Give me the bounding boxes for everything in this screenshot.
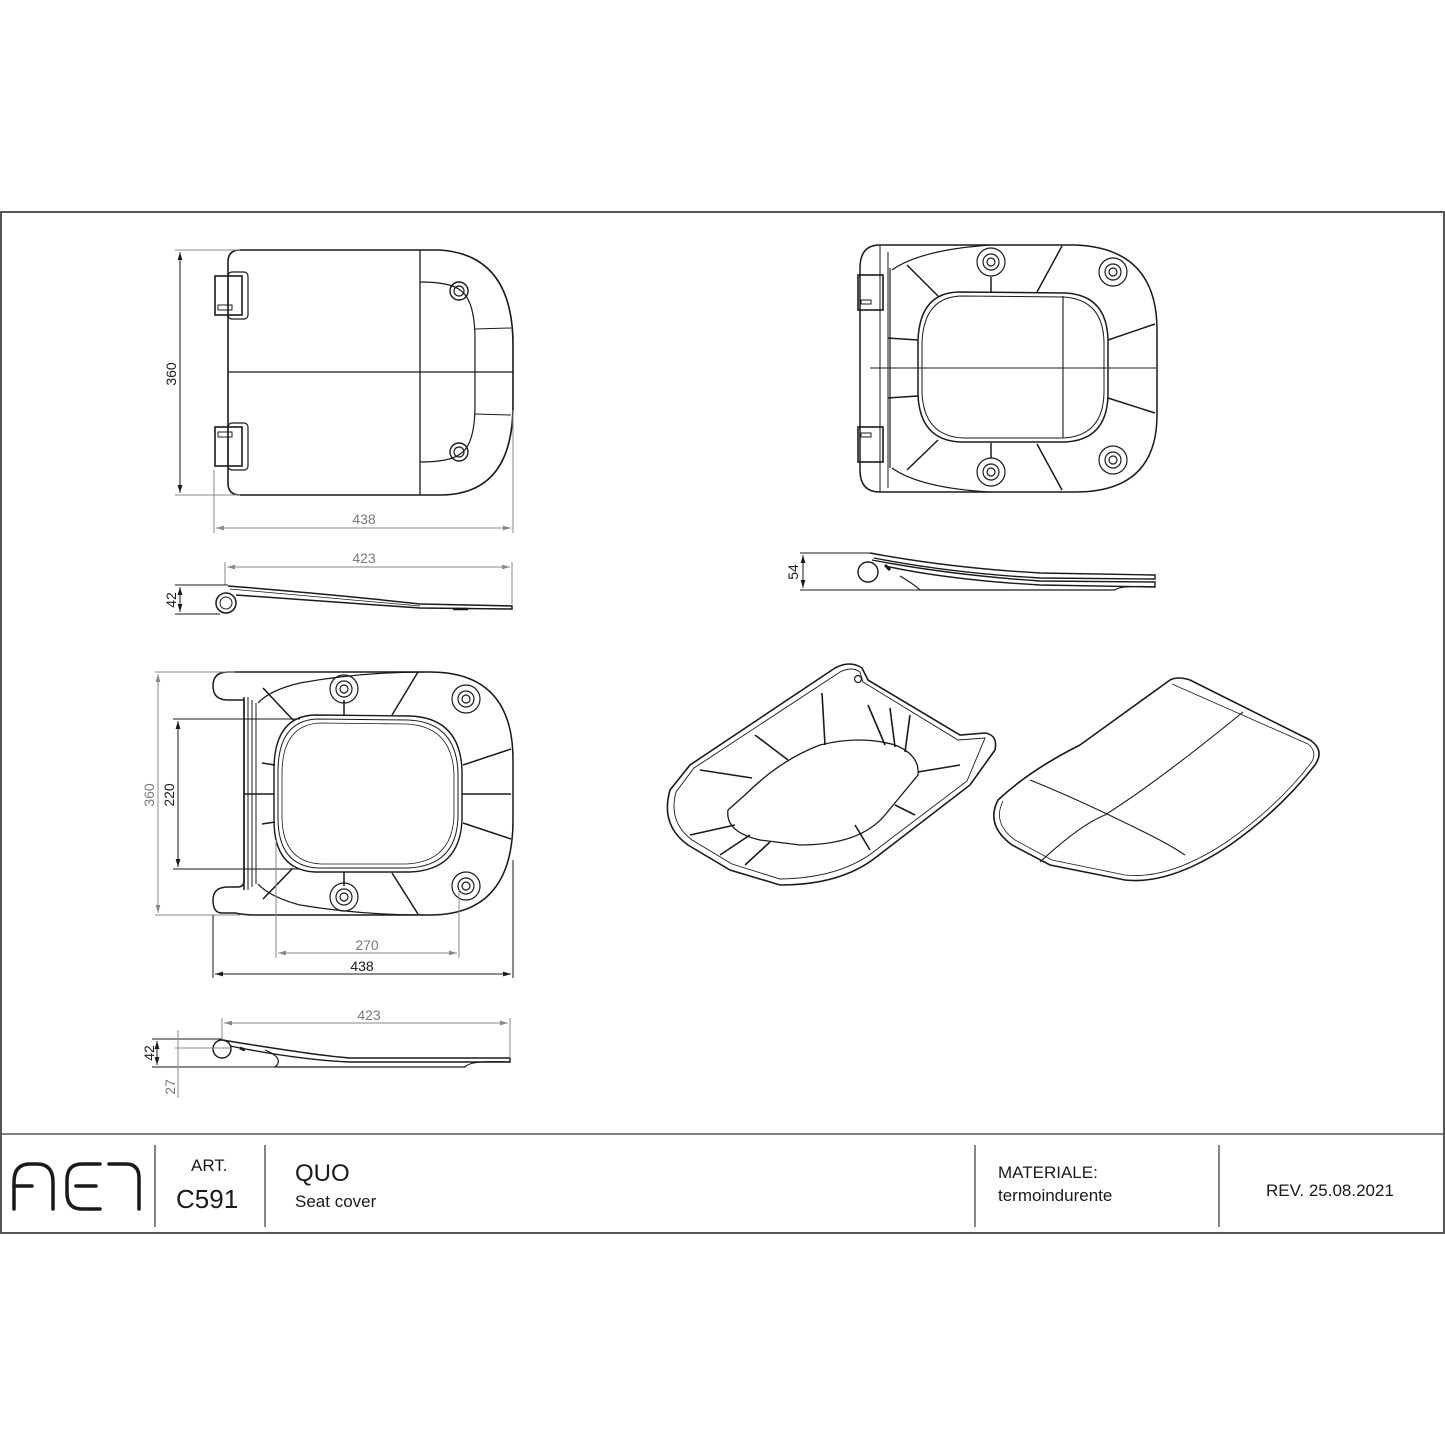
dim-ring-below: 27	[162, 1079, 178, 1095]
drawing-frame	[0, 211, 1445, 1234]
art-label: ART.	[191, 1156, 228, 1175]
view-cover-top-dims	[175, 249, 514, 533]
dim-ring-inner-height: 220	[161, 783, 177, 807]
view-cover-side-dims	[175, 562, 513, 615]
dim-ring-outer-height: 360	[141, 783, 157, 807]
view-ring-side-dims	[152, 1018, 511, 1098]
view-cover-top	[214, 249, 514, 496]
view-cover-side	[215, 585, 513, 614]
view-ring-top	[212, 671, 514, 916]
dim-ring-outer-width: 438	[350, 958, 374, 974]
view-ring-underside	[857, 244, 1158, 493]
product-description: Seat cover	[295, 1192, 377, 1211]
dim-assembly-height: 54	[785, 564, 801, 580]
view-assembly-side	[857, 552, 1156, 591]
view-assembly-side-dims	[800, 552, 920, 591]
material-value: termoindurente	[998, 1186, 1113, 1205]
product-name: QUO	[295, 1160, 350, 1187]
view-ring-top-dims	[155, 671, 514, 978]
dim-ring-inner-width: 270	[355, 937, 379, 953]
art-code: C591	[176, 1184, 239, 1214]
dim-cover-width: 438	[352, 511, 376, 527]
dim-cover-height: 360	[163, 362, 179, 386]
dim-ring-length: 423	[357, 1007, 381, 1023]
dim-cover-side-height: 42	[163, 592, 179, 608]
view-cover-isometric	[993, 677, 1320, 882]
aet-logo-icon	[12, 1162, 141, 1211]
view-ring-side	[212, 1039, 511, 1068]
material-label: MATERIALE:	[998, 1163, 1098, 1182]
dim-ring-side-height: 42	[141, 1045, 157, 1061]
revision-date: REV. 25.08.2021	[1266, 1181, 1394, 1200]
dim-cover-length: 423	[352, 550, 376, 566]
view-ring-isometric	[666, 663, 997, 886]
